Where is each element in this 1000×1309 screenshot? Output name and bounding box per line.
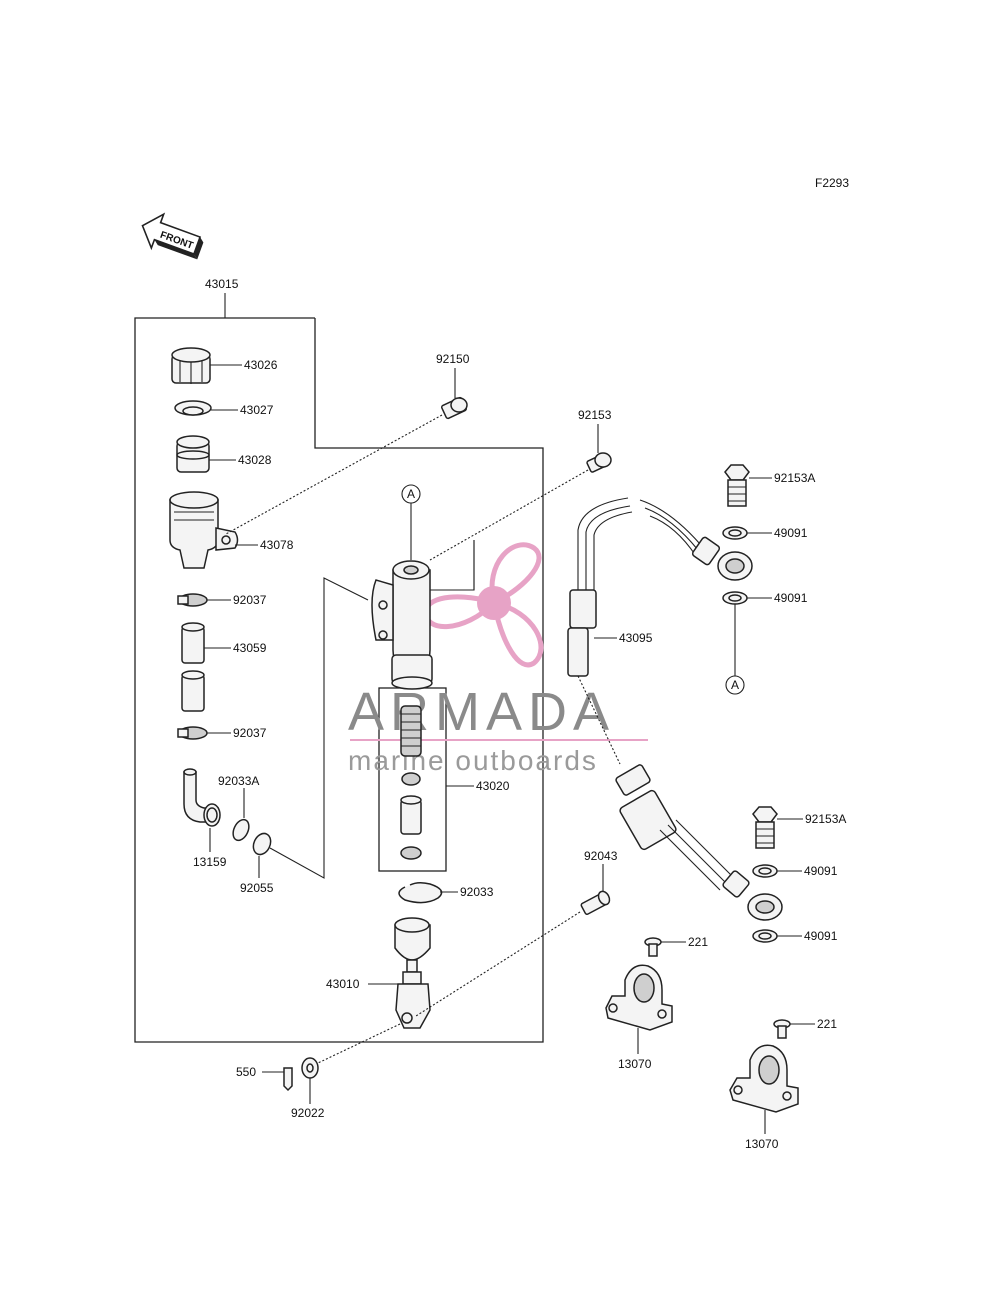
oring-92055-icon xyxy=(252,832,272,856)
label-92033A: 92033A xyxy=(218,774,259,788)
label-221-a: 221 xyxy=(688,935,708,949)
assembly-frame xyxy=(134,317,544,1043)
label-92037-top: 92037 xyxy=(233,593,267,607)
label-43028: 43028 xyxy=(238,453,272,467)
label-550: 550 xyxy=(236,1065,256,1079)
label-92037-bottom: 92037 xyxy=(233,726,267,740)
banjo-bolt-92153a-icon xyxy=(752,806,778,849)
label-92043: 92043 xyxy=(584,849,618,863)
label-43027: 43027 xyxy=(240,403,274,417)
label-13070-b: 13070 xyxy=(745,1137,779,1151)
banjo-bolt-92153a-icon xyxy=(724,464,750,507)
label-43010: 43010 xyxy=(326,977,360,991)
screw-221-icon xyxy=(644,937,662,957)
cap-43026-icon xyxy=(171,347,211,384)
plate-43027-icon xyxy=(174,400,212,416)
label-92022: 92022 xyxy=(291,1106,325,1120)
cotter-pin-550-icon xyxy=(283,1067,293,1092)
label-43095: 43095 xyxy=(619,631,653,645)
label-92153A-top: 92153A xyxy=(774,471,815,485)
label-43026: 43026 xyxy=(244,358,278,372)
screw-221-icon xyxy=(773,1019,791,1039)
hose-43059-icon xyxy=(181,622,205,712)
figure-code: F2293 xyxy=(815,176,849,190)
label-49091-b: 49091 xyxy=(774,591,808,605)
watermark: ARMADA marine outboards xyxy=(348,542,648,776)
label-92055: 92055 xyxy=(240,881,274,895)
label-43059: 43059 xyxy=(233,641,267,655)
label-49091-d: 49091 xyxy=(804,929,838,943)
front-arrow-icon: FRONT xyxy=(141,212,204,260)
label-49091-a: 49091 xyxy=(774,526,808,540)
label-13159: 13159 xyxy=(193,855,227,869)
ref-marker-a-bottom: A xyxy=(731,678,739,692)
bolt-92150-icon xyxy=(440,396,468,420)
circlip-92033a-icon xyxy=(232,818,250,842)
washer-49091-icon xyxy=(722,526,748,540)
label-92150: 92150 xyxy=(436,352,470,366)
washer-49091-icon xyxy=(722,591,748,605)
watermark-brand: ARMADA xyxy=(348,682,615,742)
push-rod-43010-icon xyxy=(394,917,431,1029)
label-221-b: 221 xyxy=(817,1017,837,1031)
circlip-92033-icon xyxy=(398,881,443,904)
piston-kit-43020-icon xyxy=(400,705,422,860)
brake-hose-43095-icon xyxy=(567,497,783,921)
label-43020: 43020 xyxy=(476,779,510,793)
watermark-tagline: marine outboards xyxy=(348,745,598,776)
washer-49091-icon xyxy=(752,929,778,943)
label-43015: 43015 xyxy=(205,277,239,291)
bracket-13070-icon xyxy=(729,1044,799,1113)
label-43078: 43078 xyxy=(260,538,294,552)
label-13070-a: 13070 xyxy=(618,1057,652,1071)
diaphragm-43028-icon xyxy=(176,435,210,473)
reservoir-43078-icon xyxy=(169,491,239,569)
master-cylinder-icon xyxy=(371,560,433,690)
ref-marker-a-top: A xyxy=(407,487,415,501)
propeller-logo-icon xyxy=(423,542,544,668)
clamp-92037-icon xyxy=(177,593,208,607)
pin-92043-icon xyxy=(580,890,611,915)
bracket-13070-icon xyxy=(605,964,673,1031)
label-92153A-bottom: 92153A xyxy=(805,812,846,826)
label-92153: 92153 xyxy=(578,408,612,422)
label-92033: 92033 xyxy=(460,885,494,899)
clamp-92037-icon xyxy=(177,726,208,740)
washer-49091-icon xyxy=(752,864,778,878)
label-49091-c: 49091 xyxy=(804,864,838,878)
elbow-13159-icon xyxy=(183,768,221,827)
bolt-92153-icon xyxy=(586,452,612,473)
